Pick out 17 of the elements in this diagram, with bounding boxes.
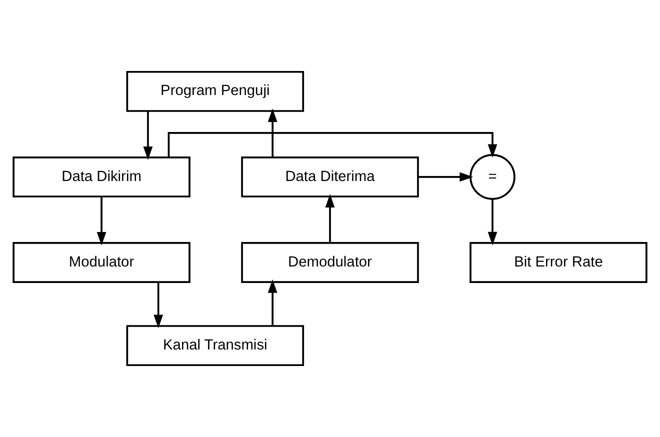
arrow xyxy=(325,194,335,243)
node-box: Data Diterima xyxy=(241,156,419,198)
arrow xyxy=(268,279,278,326)
node-box: Kanal Transmisi xyxy=(126,325,304,366)
node-box: Modulator xyxy=(12,242,190,283)
arrow xyxy=(268,108,278,158)
arrow xyxy=(154,282,164,328)
arrow xyxy=(418,172,474,182)
node-circle: = xyxy=(470,154,516,200)
node-box: Bit Error Rate xyxy=(470,242,648,283)
arrow xyxy=(96,196,106,246)
arrow xyxy=(488,199,498,246)
node-box: Program Penguji xyxy=(126,70,304,112)
node-box: Data Dikirim xyxy=(12,156,190,198)
arrow xyxy=(168,132,498,158)
node-box: Demodulator xyxy=(241,242,419,283)
arrow xyxy=(143,111,153,160)
